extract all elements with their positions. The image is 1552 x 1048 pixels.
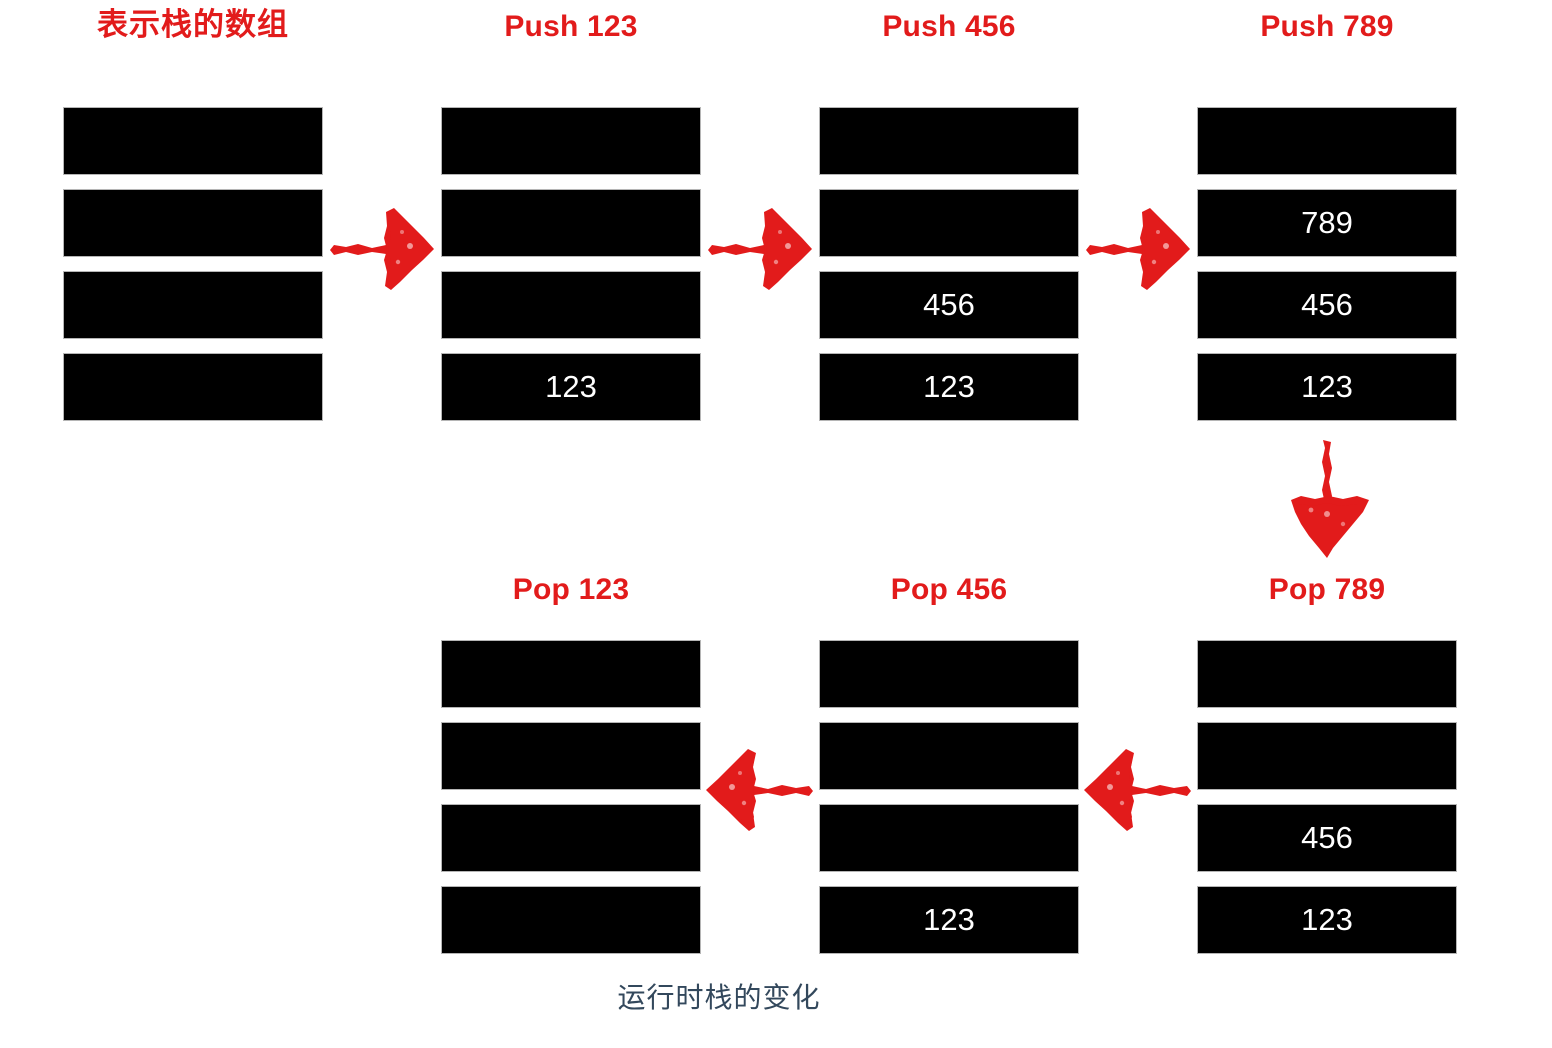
stack-cell: 456 bbox=[819, 271, 1079, 339]
stack-cell bbox=[441, 189, 701, 257]
stack-cell: 123 bbox=[819, 353, 1079, 421]
stack-cell bbox=[441, 107, 701, 175]
stack-cell bbox=[441, 886, 701, 954]
arrow-push-456-icon bbox=[706, 206, 816, 292]
stack-cell: 456 bbox=[1197, 271, 1457, 339]
stack-cell bbox=[441, 271, 701, 339]
stack-cell bbox=[819, 722, 1079, 790]
arrow-pop-123-icon bbox=[700, 745, 815, 837]
stack-push-456: 456 123 bbox=[819, 107, 1079, 421]
stack-cell: 123 bbox=[1197, 886, 1457, 954]
stack-cell bbox=[819, 804, 1079, 872]
stack-push-789: 789 456 123 bbox=[1197, 107, 1457, 421]
arrow-push-123-icon bbox=[328, 206, 438, 292]
figure-caption: 运行时栈的变化 bbox=[617, 982, 821, 1013]
arrow-push-789-icon bbox=[1084, 206, 1194, 292]
stack-cell bbox=[63, 353, 323, 421]
stack-cell bbox=[819, 107, 1079, 175]
stack-cell: 123 bbox=[441, 353, 701, 421]
stack-cell: 123 bbox=[819, 886, 1079, 954]
stack-cell bbox=[1197, 722, 1457, 790]
stack-pop-123 bbox=[441, 640, 701, 954]
column-title-pop-456: Pop 456 bbox=[890, 573, 1008, 606]
stack-push-123: 123 bbox=[441, 107, 701, 421]
stack-cell bbox=[819, 189, 1079, 257]
stack-cell bbox=[1197, 107, 1457, 175]
column-title-push-789: Push 789 bbox=[1260, 10, 1394, 43]
arrow-to-pop-789-icon bbox=[1285, 438, 1375, 563]
stack-cell: 123 bbox=[1197, 353, 1457, 421]
stack-cell: 456 bbox=[1197, 804, 1457, 872]
column-title-push-456: Push 456 bbox=[882, 10, 1016, 43]
stack-cell bbox=[819, 640, 1079, 708]
stack-cell bbox=[441, 804, 701, 872]
stack-array bbox=[63, 107, 323, 421]
stack-cell bbox=[1197, 640, 1457, 708]
column-title-push-123: Push 123 bbox=[504, 10, 638, 43]
stack-pop-456: 123 bbox=[819, 640, 1079, 954]
stack-cell: 789 bbox=[1197, 189, 1457, 257]
column-title-array: 表示栈的数组 bbox=[97, 7, 289, 42]
stack-pop-789: 456 123 bbox=[1197, 640, 1457, 954]
column-title-pop-789: Pop 789 bbox=[1268, 573, 1386, 606]
stack-cell bbox=[441, 722, 701, 790]
stack-cell bbox=[63, 107, 323, 175]
stack-cell bbox=[63, 189, 323, 257]
stack-cell bbox=[63, 271, 323, 339]
arrow-pop-456-icon bbox=[1078, 745, 1193, 837]
stack-cell bbox=[441, 640, 701, 708]
column-title-pop-123: Pop 123 bbox=[512, 573, 630, 606]
